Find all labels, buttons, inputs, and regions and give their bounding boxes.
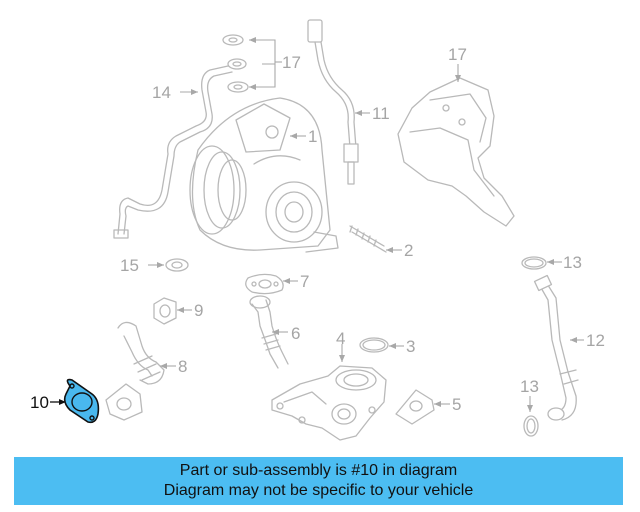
part-7-gasket <box>245 273 298 295</box>
callout-11: 11 <box>372 104 390 123</box>
callout-7: 7 <box>300 272 309 291</box>
callout-17: 17 <box>448 45 467 64</box>
part-17-heat-shield <box>397 64 515 227</box>
part-2-stud <box>349 225 402 253</box>
callout-13-top: 13 <box>563 253 582 272</box>
callout-6: 6 <box>291 324 300 343</box>
part-6-pipe <box>249 295 289 369</box>
part-14-oil-line <box>113 65 233 239</box>
part-5-gasket <box>395 389 450 425</box>
parts-diagram: 17 14 1 11 <box>30 19 605 441</box>
banner-line-2: Diagram may not be specific to your vehi… <box>163 482 474 499</box>
part-4-housing <box>271 344 387 441</box>
callout-9: 9 <box>194 301 203 320</box>
part-9-gasket <box>153 297 192 325</box>
callout-10: 10 <box>30 393 49 412</box>
callout-3: 3 <box>406 337 415 356</box>
part-8-egr-pipe <box>105 321 176 421</box>
callout-14: 14 <box>152 83 171 102</box>
part-13-o-ring-bottom <box>523 396 539 437</box>
callout-2: 2 <box>404 241 413 260</box>
info-banner: Part or sub-assembly is #10 in diagram D… <box>14 457 623 505</box>
part-15-washer <box>148 258 189 272</box>
callout-5: 5 <box>452 395 461 414</box>
callout-15: 15 <box>120 256 139 275</box>
part-12-pipe <box>533 274 584 421</box>
part-1-turbocharger <box>189 97 339 253</box>
callout-12: 12 <box>586 331 605 350</box>
part-11-sensor <box>307 19 370 185</box>
part-16-washers <box>222 34 282 93</box>
part-10-gasket-highlighted <box>50 378 100 424</box>
callout-13-bottom: 13 <box>520 377 539 396</box>
part-13-o-ring-top <box>521 256 562 270</box>
callout-1: 1 <box>308 127 317 146</box>
callout-16: 17 <box>282 53 301 72</box>
part-3-o-ring <box>359 337 404 353</box>
callout-4: 4 <box>336 329 345 348</box>
callout-8: 8 <box>178 357 187 376</box>
banner-line-1: Part or sub-assembly is #10 in diagram <box>179 462 458 479</box>
